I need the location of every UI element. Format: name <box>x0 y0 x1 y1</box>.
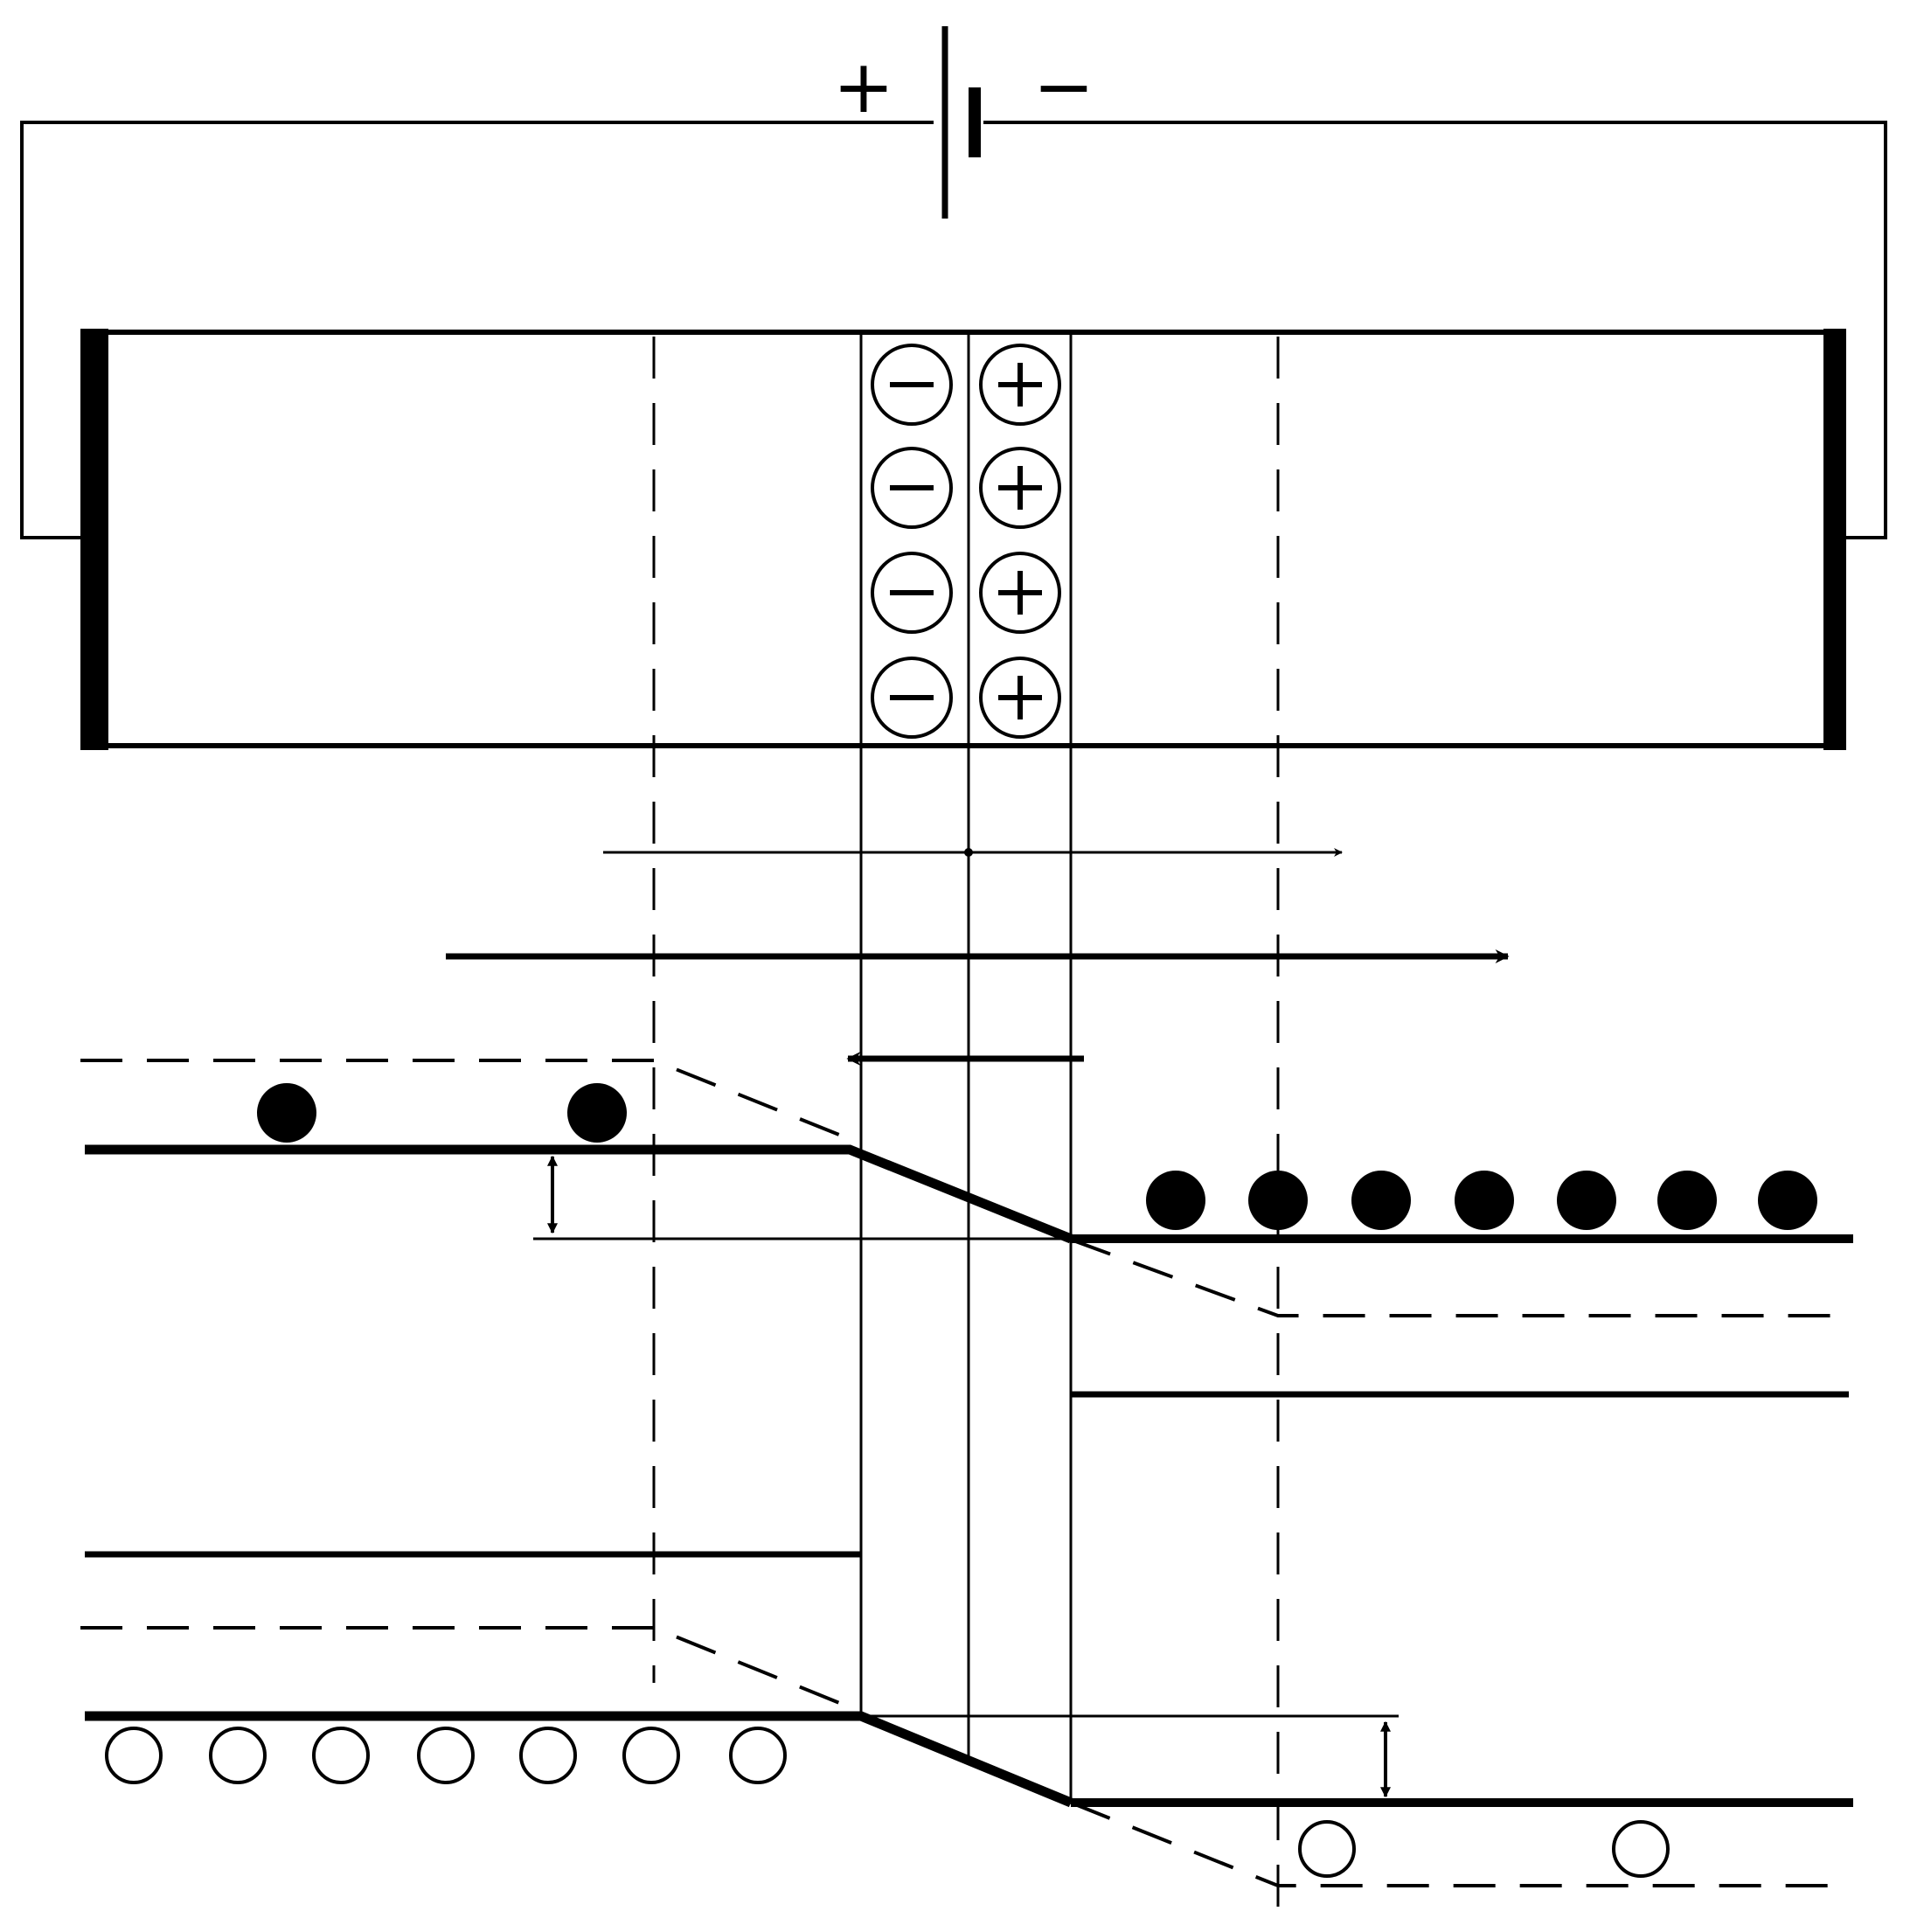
minus-circle-icon <box>871 552 953 634</box>
open-circle-icon <box>729 1727 787 1784</box>
open-circle-icon <box>519 1727 577 1784</box>
semiconductor-bar <box>80 329 1846 750</box>
conduction-band-equilibrium-dashed <box>80 1059 1849 1317</box>
right-contact <box>1823 329 1846 750</box>
charge-carriers <box>105 1083 1817 1878</box>
open-circle-icon <box>622 1727 680 1784</box>
open-circle-icon <box>105 1727 163 1784</box>
vertical-guides <box>652 332 1280 1923</box>
battery-positive-label: + <box>833 44 894 129</box>
plus-circle-icon <box>979 657 1061 739</box>
filled-circle-icon <box>567 1083 627 1143</box>
minus-circle-icon <box>871 447 953 529</box>
filled-circle-icon <box>1557 1171 1616 1230</box>
plus-circle-icon <box>979 552 1061 634</box>
energy-band-diagram <box>80 1059 1853 1887</box>
depletion-ions <box>871 344 1061 739</box>
valence-band-equilibrium-dashed <box>80 1626 1849 1887</box>
thin-arrow-junction-dot <box>964 848 973 857</box>
external-circuit <box>20 121 1887 539</box>
open-circle-icon <box>417 1727 475 1784</box>
plus-circle-icon <box>979 344 1061 426</box>
filled-circle-icon <box>1758 1171 1817 1230</box>
open-circle-icon <box>1298 1820 1356 1878</box>
open-circle-icon <box>312 1727 370 1784</box>
circuit-wire-left <box>20 121 934 539</box>
battery-negative-label: − <box>1033 44 1094 129</box>
plus-circle-icon <box>979 447 1061 529</box>
conduction-band-edge <box>85 1144 1073 1244</box>
filled-circle-icon <box>1248 1171 1308 1230</box>
minus-circle-icon <box>871 657 953 739</box>
left-contact <box>80 329 108 750</box>
filled-circle-icon <box>1455 1171 1514 1230</box>
filled-circle-icon <box>1146 1171 1205 1230</box>
filled-circle-icon <box>1657 1171 1717 1230</box>
battery-icon: + − <box>833 26 1094 219</box>
circuit-wire-right <box>983 121 1887 539</box>
arrows <box>446 848 1510 1066</box>
minus-circle-icon <box>871 344 953 426</box>
open-circle-icon <box>209 1727 267 1784</box>
filled-circle-icon <box>1351 1171 1411 1230</box>
filled-circle-icon <box>257 1083 316 1143</box>
open-circle-icon <box>1612 1820 1670 1878</box>
